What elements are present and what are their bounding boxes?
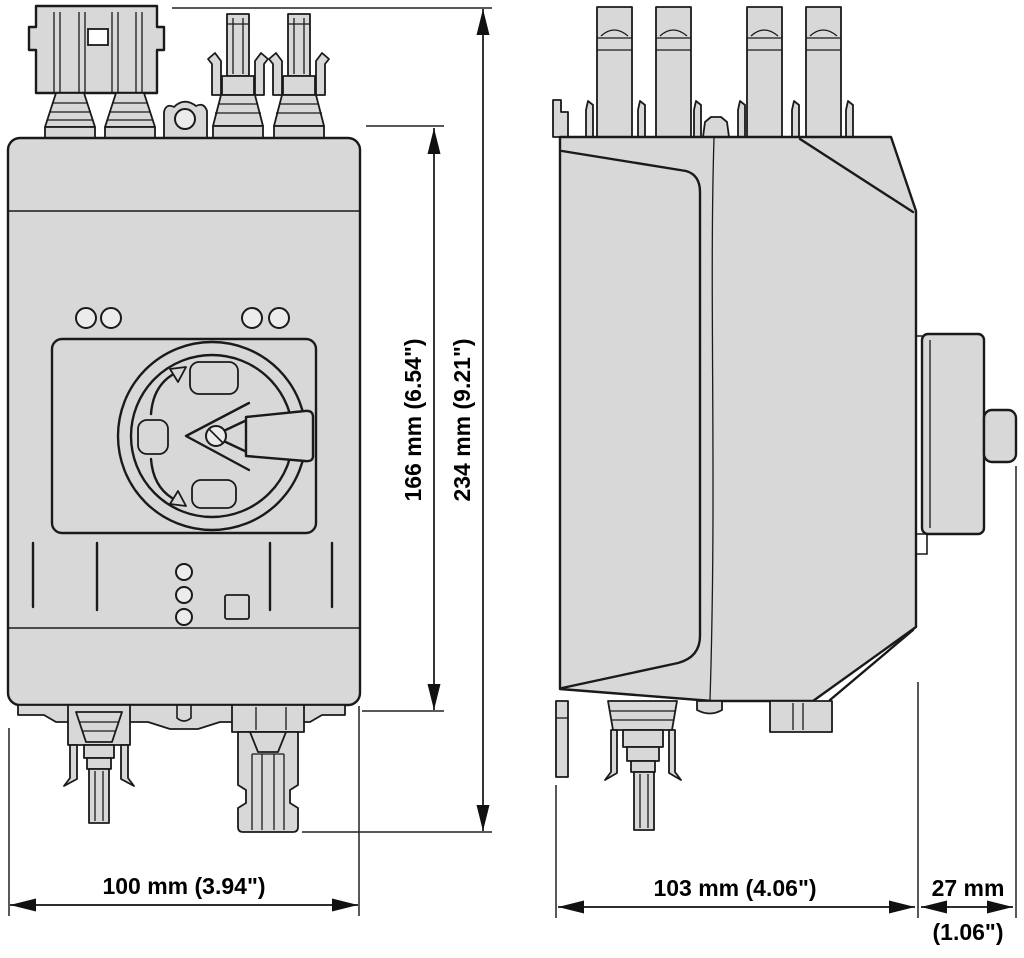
dimension-label-handle-depth-mm: 27 mm	[932, 875, 1005, 901]
front-top-connectors	[27, 4, 330, 139]
front-view	[6, 4, 362, 833]
rotation-arrow-up	[149, 373, 174, 416]
side-connector-tube	[805, 6, 842, 138]
front-leds	[75, 307, 290, 329]
front-top-square-hole	[87, 28, 109, 46]
front-bottom-connectors	[17, 704, 346, 833]
dimension-label-depth: 103 mm (4.06")	[653, 875, 816, 901]
dimension-depth: 103 mm (4.06")	[558, 875, 915, 914]
led-indicator	[75, 307, 97, 329]
side-top-fold-line	[798, 137, 915, 214]
dimension-label-handle-depth-in: (1.06")	[933, 919, 1004, 945]
dimension-handle-depth: 27 mm (1.06")	[921, 875, 1013, 945]
led-indicator	[241, 307, 263, 329]
side-bottom-fold-line	[828, 628, 915, 702]
dimension-label-body-height: 166 mm (6.54")	[400, 338, 426, 501]
switch-plate	[50, 337, 318, 535]
dimension-label-total-height: 234 mm (9.21")	[449, 338, 475, 501]
side-switch-panel	[920, 332, 986, 536]
side-handle-knob[interactable]	[982, 408, 1018, 464]
dimension-total-height: 234 mm (9.21")	[449, 9, 490, 831]
status-dot	[175, 586, 193, 604]
front-lower-details	[31, 541, 334, 626]
dimensions: 166 mm (6.54") 234 mm (9.21") 100 mm (3.…	[8, 7, 1017, 945]
extension-lines-front	[8, 7, 492, 916]
switch-position-top	[189, 361, 239, 395]
dimension-label-width: 100 mm (3.94")	[102, 873, 265, 899]
side-bottom-connectors	[555, 700, 833, 831]
switch-position-bottom	[191, 479, 237, 509]
rotation-arrowhead-down	[169, 490, 187, 507]
status-dot	[175, 608, 193, 626]
test-button[interactable]	[224, 594, 250, 620]
handle-screw-slot	[209, 429, 224, 444]
handle-chevron-outer	[184, 401, 251, 472]
side-top-connectors	[552, 6, 854, 138]
side-body	[558, 135, 918, 703]
rotary-switch	[50, 337, 318, 535]
rotation-arrow-down	[149, 457, 174, 500]
led-indicator	[268, 307, 290, 329]
front-mounting-hole	[174, 108, 196, 130]
side-connector-tube	[596, 6, 633, 138]
dimension-body-height: 166 mm (6.54")	[400, 128, 441, 710]
side-view	[552, 6, 1018, 831]
side-face-contour	[560, 149, 702, 690]
side-bottom-left-tab	[555, 700, 569, 778]
front-top-female-housing	[27, 4, 166, 95]
switch-handle[interactable]	[244, 409, 315, 463]
side-panel	[915, 332, 1018, 555]
side-connector-tube	[746, 6, 783, 138]
led-indicator	[100, 307, 122, 329]
side-din-foot	[769, 700, 833, 733]
switch-position-left	[137, 419, 169, 455]
dimension-width: 100 mm (3.94")	[10, 873, 358, 912]
side-top-left-tab	[552, 99, 569, 138]
extension-lines-side	[555, 466, 1017, 918]
side-connector-tube	[655, 6, 692, 138]
status-dot	[175, 563, 193, 581]
side-center-seam	[709, 137, 715, 701]
rotation-arrowhead-up	[169, 366, 187, 383]
